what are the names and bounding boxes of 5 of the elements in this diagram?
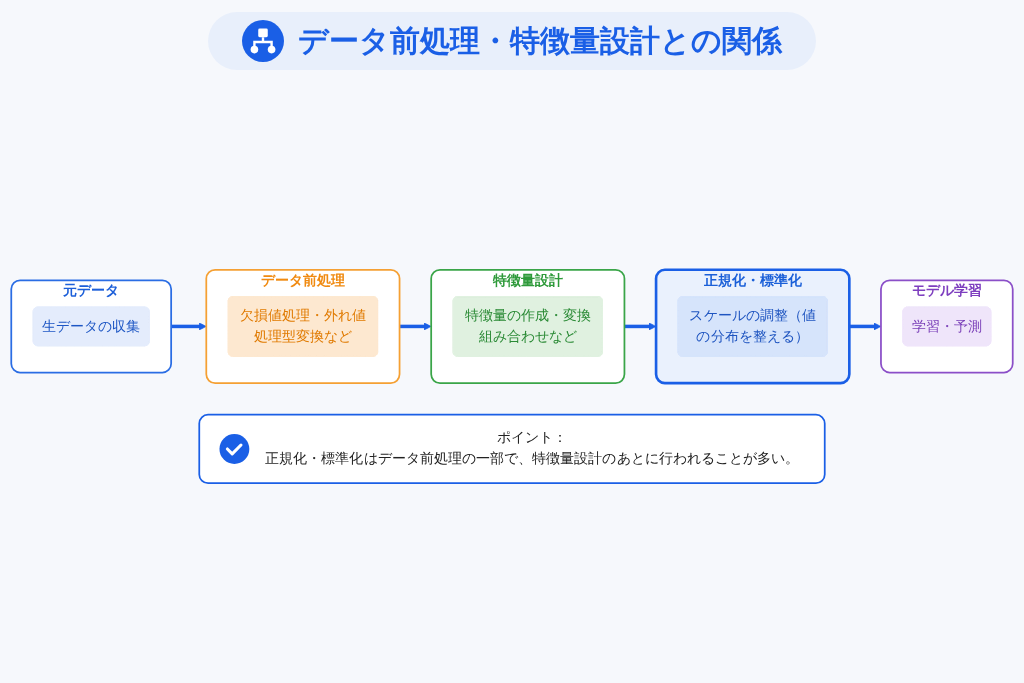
title: データ前処理・特徴量設計との関係 — [298, 21, 782, 60]
node-box: ポイント： 正規化・標準化はデータ前処理の一部で、特徴量設計のあとに行われることが多い。 — [198, 413, 826, 485]
arrow — [171, 322, 207, 331]
arrow — [624, 322, 657, 331]
arrow — [399, 322, 432, 331]
